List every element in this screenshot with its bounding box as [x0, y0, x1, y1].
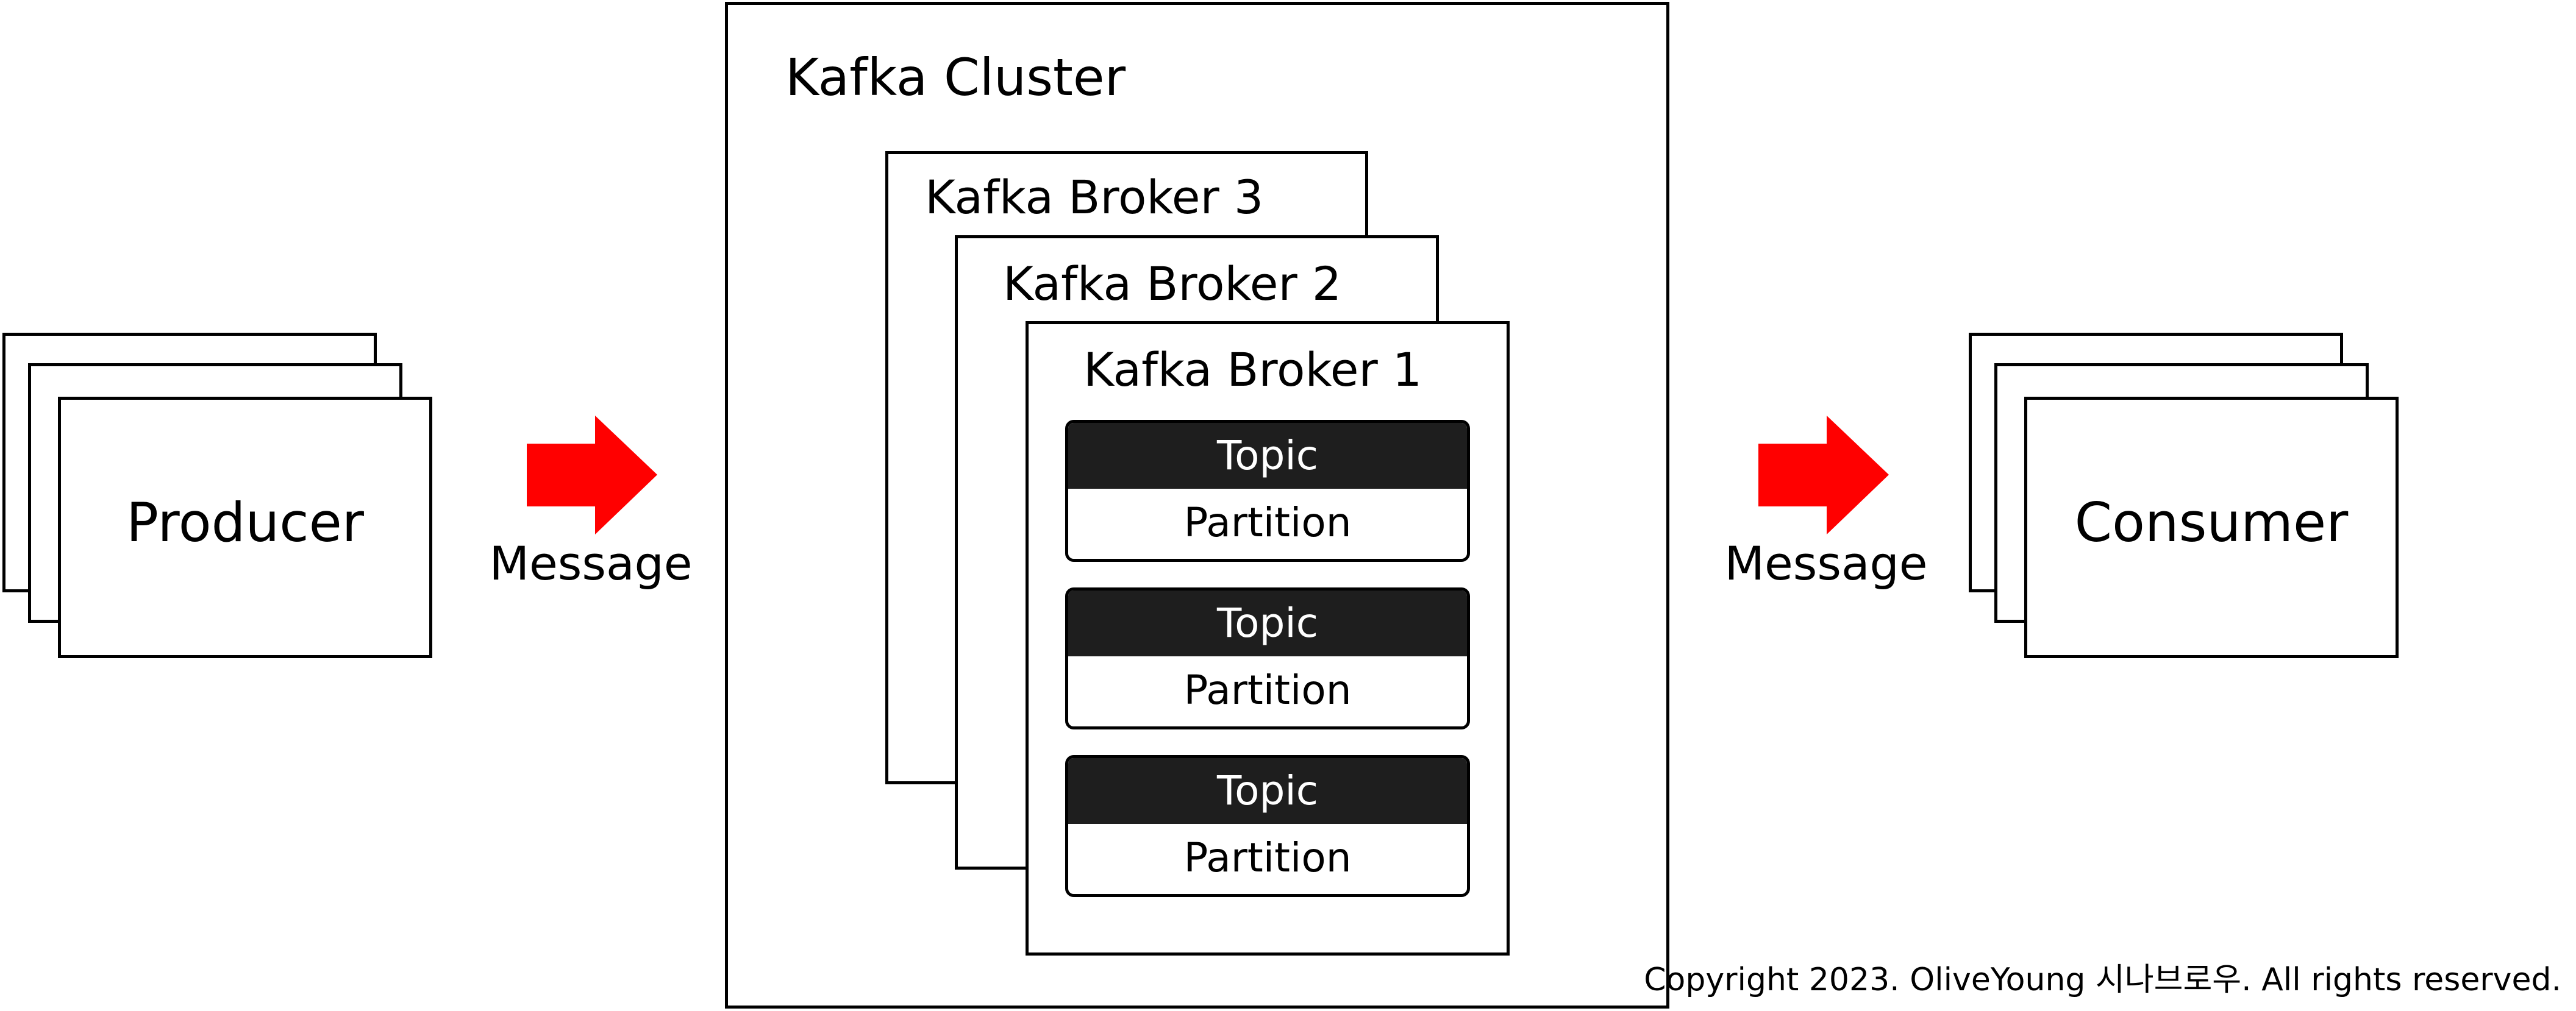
- message-arrow-left-icon: [527, 416, 657, 534]
- partition-label-3: Partition: [1183, 834, 1352, 881]
- message-label-left: Message: [489, 536, 693, 591]
- topic-header-3: Topic: [1068, 758, 1467, 824]
- copyright-text: Copyright 2023. OliveYoung 시나브로우. All ri…: [1644, 962, 2561, 998]
- kafka-broker-1-box: Kafka Broker 1 Topic Partition Topic Par…: [1026, 321, 1510, 956]
- topic-partition-2: Topic Partition: [1065, 587, 1470, 729]
- topic-header-1: Topic: [1068, 423, 1467, 489]
- topic-header-2: Topic: [1068, 591, 1467, 656]
- partition-label-1: Partition: [1183, 499, 1352, 546]
- consumer-box: Consumer: [2024, 397, 2399, 658]
- message-arrow-right-icon: [1758, 416, 1889, 534]
- kafka-cluster-title: Kafka Cluster: [785, 48, 1126, 107]
- partition-label-2: Partition: [1183, 667, 1352, 714]
- topic-partition-3: Topic Partition: [1065, 755, 1470, 897]
- topic-partition-1: Topic Partition: [1065, 420, 1470, 562]
- producer-label: Producer: [126, 491, 364, 554]
- message-label-right: Message: [1724, 536, 1928, 591]
- producer-box: Producer: [58, 397, 432, 658]
- kafka-broker-3-title: Kafka Broker 3: [925, 170, 1264, 224]
- consumer-label: Consumer: [2074, 491, 2349, 554]
- kafka-broker-1-title: Kafka Broker 1: [1083, 342, 1422, 397]
- kafka-broker-2-title: Kafka Broker 2: [1003, 257, 1342, 311]
